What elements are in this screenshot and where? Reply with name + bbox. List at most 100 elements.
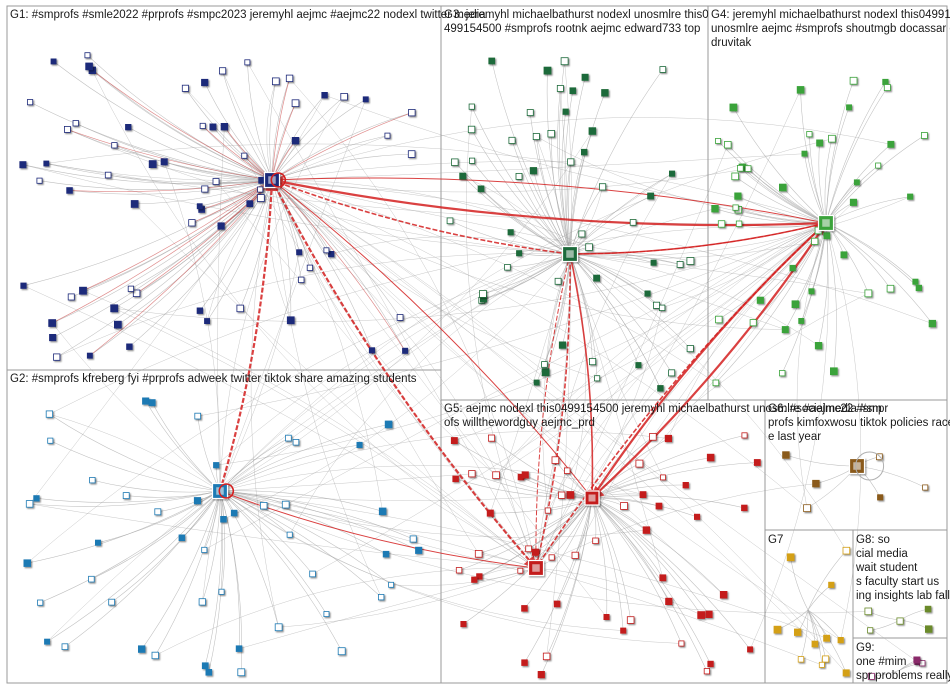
node-g1-56: [86, 63, 93, 70]
edge-226: [592, 498, 646, 530]
node-g1-38: [397, 315, 403, 321]
node-g3-164: [602, 90, 609, 97]
node-g1-35: [322, 92, 328, 98]
node-g3-142: [653, 302, 659, 308]
node-g2-91: [416, 547, 422, 553]
node-g5-273: [477, 574, 483, 580]
edge-263: [592, 463, 757, 499]
node-g2-105: [109, 599, 115, 605]
edge-76: [92, 480, 220, 492]
node-g7-284: [823, 656, 829, 662]
node-g2-84: [202, 663, 208, 669]
node-g3-155: [582, 74, 588, 80]
node-g3-156: [563, 109, 568, 114]
node-g1-30: [408, 151, 415, 158]
node-g2-70: [199, 599, 205, 605]
edge-358: [474, 567, 536, 579]
node-g1-61: [131, 201, 138, 208]
node-g8-296: [865, 608, 872, 615]
node-g1-9: [247, 201, 253, 207]
node-g5-270: [552, 457, 559, 464]
edge-224: [525, 498, 593, 663]
edge-117: [220, 424, 389, 491]
node-g2-90: [195, 413, 201, 419]
node-g1-1: [64, 126, 70, 132]
node-g1-7: [221, 123, 228, 130]
node-g3-161: [570, 88, 576, 94]
node-g1-29: [297, 250, 302, 255]
node-g3-129: [468, 126, 475, 133]
node-g2-104: [89, 576, 95, 582]
node-g2-115: [38, 600, 43, 605]
node-g5-256: [554, 601, 560, 607]
edge-243: [490, 498, 592, 513]
node-g1-5: [133, 290, 140, 297]
node-g4-191: [792, 301, 799, 308]
node-g2-97: [206, 669, 212, 675]
edge-59: [272, 99, 366, 180]
edge-13: [272, 113, 412, 180]
edge-369: [204, 223, 826, 550]
node-g1-54: [287, 317, 294, 324]
node-g3-145: [469, 104, 474, 109]
group-label-g9: G9: one #mim spr problems really...: [856, 642, 950, 682]
node-g3-135: [645, 291, 650, 296]
node-g1-44: [127, 344, 133, 350]
node-g5-272: [469, 471, 475, 477]
edge-381: [155, 568, 536, 656]
node-g4-194: [850, 199, 856, 205]
node-g1-50: [68, 294, 74, 300]
node-g3-132: [516, 173, 522, 179]
node-g3-143: [579, 231, 585, 237]
node-g5-269: [532, 549, 538, 555]
edge-356: [220, 491, 562, 501]
edge-180: [728, 145, 826, 223]
edge-172: [455, 162, 570, 254]
edge-293: [791, 557, 808, 610]
node-g1-8: [292, 100, 299, 107]
node-g4-182: [830, 368, 837, 375]
node-g2-114: [149, 400, 155, 406]
node-g4-195: [815, 342, 822, 349]
node-g1-62: [44, 161, 49, 166]
node-g1-67: [182, 85, 188, 91]
node-g1-41: [149, 161, 156, 168]
node-g2-78: [194, 498, 200, 504]
edge-378: [797, 223, 826, 508]
node-g6-282: [878, 495, 883, 500]
edge-289: [808, 610, 827, 638]
node-g5-257: [621, 628, 626, 633]
node-g5-274: [549, 555, 554, 560]
group-label-g8: G8: so cial media wait student s faculty…: [855, 534, 950, 602]
node-g3-166: [555, 278, 561, 284]
node-g3-139: [530, 168, 536, 174]
edge-hub-7: [536, 223, 826, 568]
node-g4-209: [884, 85, 890, 91]
node-g4-176: [847, 105, 852, 110]
node-g1-23: [210, 124, 216, 130]
node-g1-26: [73, 121, 79, 127]
node-g1-43: [299, 277, 305, 283]
node-g1-28: [37, 178, 42, 183]
node-g5-235: [636, 460, 643, 467]
node-g3-158: [508, 230, 513, 235]
node-g2-82: [287, 532, 292, 537]
node-g3-131: [595, 376, 600, 381]
node-g1-6: [286, 75, 293, 82]
node-g2-110: [383, 551, 389, 557]
node-g1-42: [105, 172, 111, 178]
group-label-g3: G3: jeremyhl michaelbathurst nodexl unos…: [444, 9, 712, 35]
node-g1-16: [87, 353, 92, 358]
node-g5-244: [604, 614, 609, 619]
edge-176: [826, 107, 849, 223]
edge-281: [786, 455, 857, 466]
node-g1-11: [403, 348, 408, 353]
node-g2-93: [324, 612, 329, 617]
edge-299: [900, 620, 929, 629]
edge-150: [570, 174, 672, 254]
node-g5-253: [545, 508, 550, 513]
node-g8-297: [925, 606, 931, 612]
edge-241: [592, 498, 724, 595]
node-g3-134: [677, 261, 683, 267]
node-g5-232: [538, 671, 544, 677]
